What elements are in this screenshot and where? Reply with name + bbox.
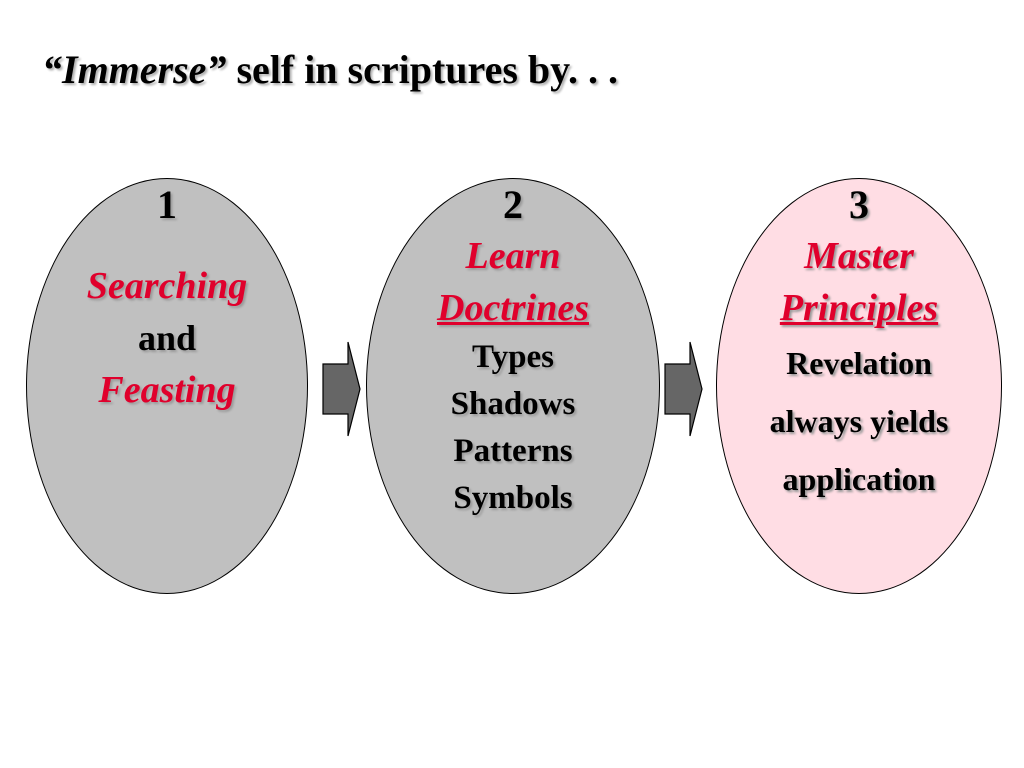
step-1-spacer: [26, 230, 308, 260]
step-2-item-symbols: Symbols: [453, 480, 573, 516]
step-2-item-patterns: Patterns: [453, 433, 573, 469]
step-3-item-always-yields: always yields: [769, 403, 949, 439]
step-1-and: and: [137, 318, 197, 358]
step-3-heading-line2: Principles: [779, 287, 939, 329]
step-1-searching: Searching: [86, 265, 248, 307]
step-2-content: 2 Learn Doctrines Types Shadows Patterns…: [366, 180, 660, 522]
title-emphasis: “Immerse”: [42, 47, 227, 92]
step-1-content: 1 Searching and Feasting: [26, 180, 308, 416]
step-2-item-types: Types: [472, 339, 554, 375]
arrow-right-icon: [664, 341, 703, 437]
slide-title: “Immerse” self in scriptures by. . .: [42, 46, 618, 93]
title-rest: self in scriptures by. . .: [226, 47, 618, 92]
step-2-heading-line1: Learn: [465, 235, 561, 277]
step-1-number: 1: [157, 182, 177, 227]
step-3-item-revelation: Revelation: [786, 345, 932, 381]
step-3-item-application: application: [782, 461, 936, 497]
step-3-oval: [716, 178, 1002, 594]
step-3-heading-line1: Master: [804, 235, 914, 277]
step-2-number: 2: [503, 182, 523, 227]
step-1-oval: [26, 178, 308, 594]
step-1-feasting: Feasting: [98, 369, 236, 411]
step-2-oval: [366, 178, 660, 594]
step-2-heading-line2: Doctrines: [437, 287, 589, 329]
step-3-number: 3: [849, 182, 869, 227]
step-2-item-shadows: Shadows: [450, 386, 576, 422]
arrow-right-icon: [322, 341, 361, 437]
step-3-content: 3 Master Principles Revelation always yi…: [716, 180, 1002, 508]
